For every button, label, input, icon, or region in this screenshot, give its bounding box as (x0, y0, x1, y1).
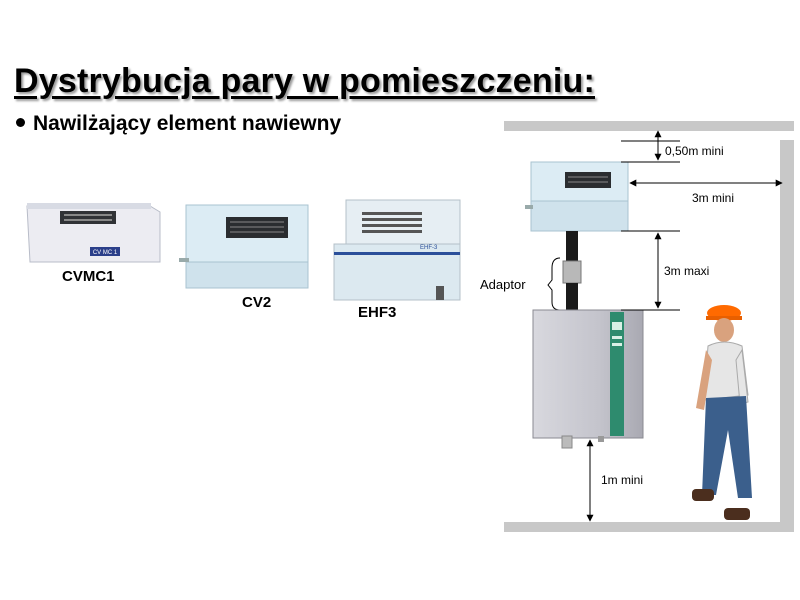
pipe-length-label: 3m maxi (664, 264, 710, 278)
bullet-item: Nawilżający element nawiewny (16, 112, 341, 136)
bullet-text: Nawilżający element nawiewny (33, 112, 342, 135)
ehf3-unit-image: EHF-3 (333, 199, 461, 301)
ceiling-gap-label: 0,50m mini (665, 144, 724, 158)
product-label-cv2: CV2 (242, 294, 272, 311)
wall-gap-label: 3m mini (692, 191, 735, 205)
adaptor-label: Adaptor (480, 277, 526, 292)
page-title: Dystrybucja pary w pomieszczeniu: (14, 62, 595, 100)
product-label-ehf3: EHF3 (358, 304, 397, 321)
floor (504, 522, 794, 532)
steam-hose-lower (566, 283, 578, 310)
steam-distributor-unit (525, 161, 629, 232)
floor-gap-label: 1m mini (601, 473, 644, 487)
cvmc1-unit-image: CV MC 1 (26, 203, 161, 263)
humidifier-cabinet (532, 309, 644, 449)
product-label-cvmc1: CVMC1 (62, 268, 115, 285)
worker-figure (692, 305, 752, 520)
steam-hose-upper (566, 231, 578, 261)
ceiling (504, 121, 794, 131)
adaptor-brace (547, 257, 561, 311)
bullet-dot-icon (16, 118, 25, 127)
cv2-unit-image (179, 204, 309, 289)
cvmc1-nameplate: CV MC 1 (93, 250, 118, 256)
ehf3-nameplate: EHF-3 (420, 245, 438, 251)
right-wall (780, 140, 794, 524)
adaptor-fitting (562, 260, 582, 284)
